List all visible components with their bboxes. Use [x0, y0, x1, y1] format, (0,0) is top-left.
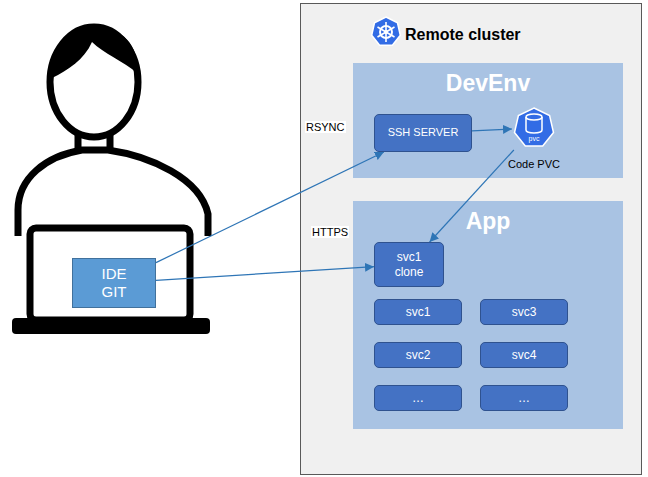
- person-head: [50, 27, 138, 137]
- box-label: svc2: [406, 348, 431, 362]
- text-wrap: SSH SERVER: [388, 126, 459, 139]
- person-hair: [52, 28, 138, 78]
- tool-box: IDE GIT: [72, 258, 156, 308]
- connector-arrow: [156, 152, 384, 263]
- text-wrap: IDE GIT: [94, 265, 134, 301]
- laptop-screen: [30, 228, 190, 320]
- kubernetes-spokes: [378, 22, 395, 42]
- box-label: svc4: [512, 348, 537, 362]
- service-box: svc3: [480, 299, 568, 325]
- laptop-base: [12, 318, 210, 334]
- text-wrap: svc1 clone: [391, 250, 427, 279]
- connector-label: RSYNC: [305, 121, 346, 133]
- box-label: svc1: [406, 305, 431, 319]
- service-box: svc1 clone: [374, 242, 444, 287]
- volume-icon: pvcCode PVC: [502, 106, 566, 176]
- volume-heptagon: [512, 106, 556, 150]
- connector-label: HTTPS: [311, 226, 349, 238]
- person-neck: [78, 134, 110, 152]
- text-wrap: svc2: [406, 348, 431, 362]
- service-box: svc4: [480, 342, 568, 368]
- server-box: SSH SERVER: [374, 114, 472, 152]
- icon-label: pvc: [502, 135, 566, 142]
- volume-label: Code PVC: [502, 158, 566, 170]
- kubernetes-heptagon: [372, 17, 401, 45]
- service-box: …: [374, 385, 462, 411]
- kubernetes-wheel: [380, 26, 392, 38]
- environment-panel: SSH SERVER pvcCode PVC DevEnv: [353, 63, 623, 178]
- service-box: …: [480, 385, 568, 411]
- box-label: svc1 clone: [391, 250, 427, 279]
- service-box: svc2: [374, 342, 462, 368]
- kubernetes-hub: [384, 30, 388, 34]
- box-label: …: [412, 391, 424, 405]
- panel-title: Remote cluster: [405, 26, 521, 44]
- text-wrap: …: [412, 391, 424, 405]
- text-wrap: svc3: [512, 305, 537, 319]
- box-label: svc3: [512, 305, 537, 319]
- service-box: svc1: [374, 299, 462, 325]
- text-wrap: svc1: [406, 305, 431, 319]
- person-body: [18, 150, 208, 236]
- box-label: …: [518, 391, 530, 405]
- panel-title: DevEnv: [354, 70, 622, 97]
- text-wrap: …: [518, 391, 530, 405]
- connector-arrow: [156, 267, 374, 281]
- box-label: SSH SERVER: [388, 126, 459, 139]
- application-panel: svc1 clone svc1 svc3 svc2 svc4 … … App: [353, 201, 623, 429]
- volume-cylinder-top: [526, 114, 542, 120]
- connector-arrow: [430, 150, 514, 242]
- connector-arrow: [472, 129, 512, 131]
- cluster-panel: SSH SERVERpvcCode PVCDevEnvsvc1 clonesvc…: [300, 3, 642, 475]
- text-wrap: svc4: [512, 348, 537, 362]
- box-label: IDE GIT: [94, 265, 134, 301]
- panel-title: App: [354, 208, 622, 235]
